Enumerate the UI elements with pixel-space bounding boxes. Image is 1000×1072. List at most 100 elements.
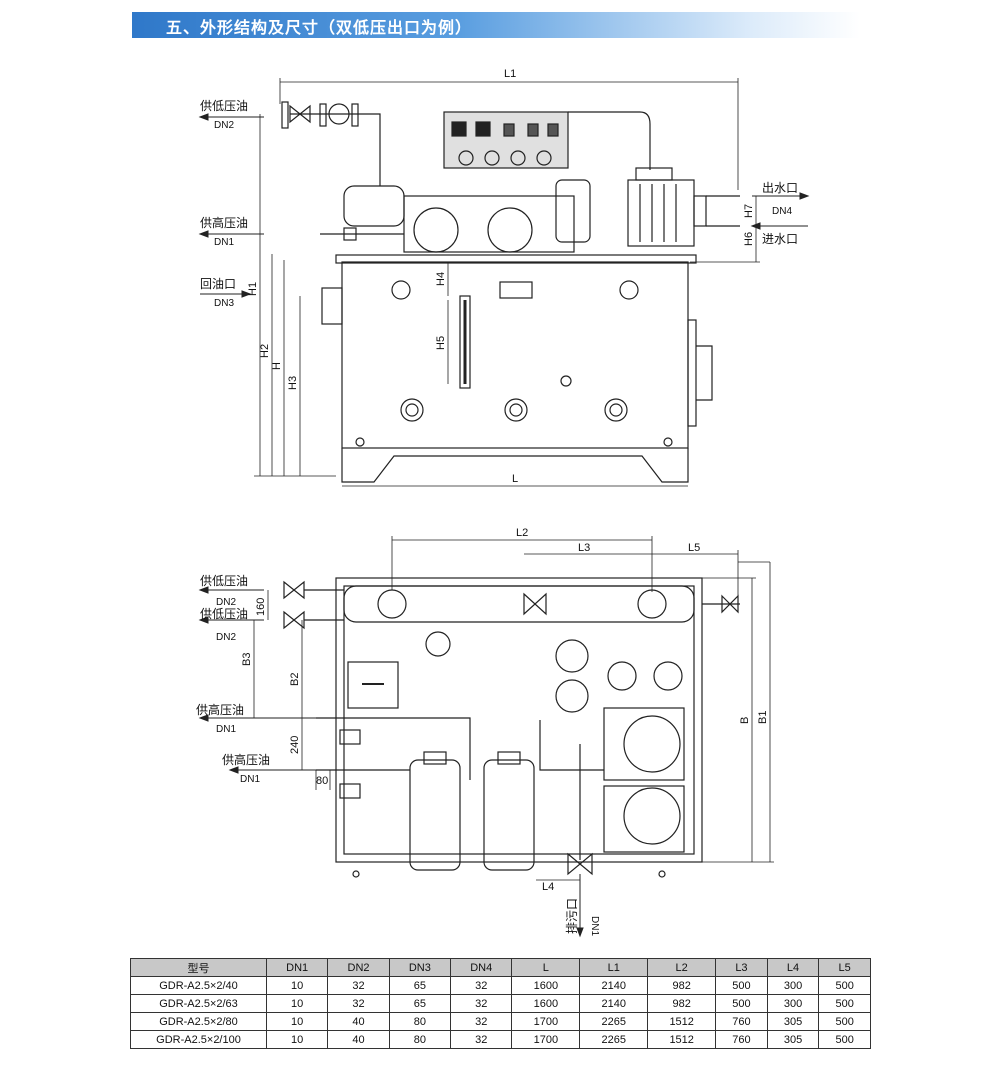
label-low-oil-2: 供低压油	[200, 607, 248, 621]
label-dn4: DN4	[772, 206, 792, 217]
cell: 2140	[579, 994, 649, 1013]
filter-housing	[403, 195, 575, 253]
bolt-hole	[663, 437, 673, 447]
dim-B1: B1	[757, 711, 769, 724]
cell-model: GDR-A2.5×2/100	[130, 1030, 267, 1049]
valve-icon	[283, 610, 305, 630]
col-dn2: DN2	[327, 958, 390, 977]
col-L2: L2	[647, 958, 717, 977]
cell: 2265	[579, 1012, 649, 1031]
dim-160: 160	[255, 598, 267, 616]
cell: 500	[818, 976, 871, 995]
valve-icon	[527, 123, 539, 137]
bolt-hole	[355, 437, 365, 447]
cell: 500	[818, 1030, 871, 1049]
cell: 10	[265, 976, 329, 995]
filter-top	[483, 759, 535, 871]
cell: 40	[327, 1012, 390, 1031]
cell: 80	[388, 1030, 452, 1049]
pressure-gauge-icon	[536, 150, 552, 166]
cell: 760	[715, 1030, 768, 1049]
front-view	[198, 78, 810, 487]
cell: 65	[388, 994, 452, 1013]
col-L: L	[511, 958, 581, 977]
cell: 80	[388, 1012, 452, 1031]
top-dimensions	[253, 536, 774, 881]
instrument-panel	[443, 111, 569, 169]
handle	[696, 345, 713, 401]
manifold-pipe	[343, 585, 695, 623]
col-L5: L5	[818, 958, 871, 977]
table-row: GDR-A2.5×2/40 10 32 65 32 1600 2140 982 …	[130, 976, 871, 995]
dim-H2: H2	[259, 344, 271, 358]
motor-terminal	[635, 167, 673, 181]
label-high-oil-2: 供高压油	[222, 752, 270, 767]
dim-H5: H5	[435, 336, 447, 350]
return-oil-flange	[321, 287, 343, 325]
col-L1: L1	[579, 958, 649, 977]
valve-icon	[283, 580, 305, 600]
motor-top	[603, 785, 685, 853]
dim-L5: L5	[688, 542, 700, 554]
dim-240: 240	[289, 736, 301, 754]
cell: 32	[327, 976, 390, 995]
top-arrows	[198, 586, 584, 938]
cell: 500	[715, 994, 768, 1013]
cell: 300	[766, 976, 820, 995]
motor-top	[603, 707, 685, 781]
cell: 65	[388, 976, 452, 995]
col-dn4: DN4	[450, 958, 513, 977]
cell: 982	[647, 994, 717, 1013]
label-dn1-drain: DN1	[589, 916, 600, 936]
drain-port	[604, 398, 628, 422]
cell: 2140	[579, 976, 649, 995]
tank-base	[341, 448, 689, 483]
col-dn1: DN1	[265, 958, 329, 977]
cell: 2265	[579, 1030, 649, 1049]
label-high-oil-1: 供高压油	[196, 702, 244, 717]
spec-table: 型号 DN1 DN2 DN3 DN4 L L1 L2 L3 L4 L5 GDR-…	[130, 958, 871, 1049]
pump-top	[555, 639, 589, 673]
dim-L3: L3	[578, 542, 590, 554]
front-arrows	[198, 113, 810, 298]
cell: 1700	[511, 1012, 581, 1031]
cell: 1512	[647, 1030, 717, 1049]
cell: 40	[327, 1030, 390, 1049]
label-drain: 排污口	[565, 898, 579, 934]
label-dn2: DN2	[214, 120, 234, 131]
check-valve-icon	[328, 103, 350, 125]
dim-H6: H6	[743, 232, 755, 246]
table-row: GDR-A2.5×2/100 10 40 80 32 1700 2265 151…	[130, 1030, 871, 1049]
label-dn2-2: DN2	[216, 632, 236, 643]
pressure-switch-icon	[475, 121, 491, 137]
tank-nameplate	[499, 281, 533, 299]
section-title: 五、外形结构及尺寸（双低压出口为例）	[166, 18, 473, 37]
label-return-oil: 回油口	[200, 277, 236, 291]
dim-H7: H7	[743, 204, 755, 218]
label-low-oil: 供低压油	[200, 99, 248, 113]
cell: 760	[715, 1012, 768, 1031]
drain-valve-icon	[567, 852, 593, 876]
label-dn1-2: DN1	[240, 774, 260, 785]
cell: 32	[450, 976, 513, 995]
front-dimensions	[254, 78, 760, 487]
cell-model: GDR-A2.5×2/80	[130, 1012, 267, 1031]
cell: 1600	[511, 994, 581, 1013]
pressure-gauge-icon	[510, 150, 526, 166]
dim-B3: B3	[241, 653, 253, 666]
tank-port-top	[607, 661, 637, 691]
label-dn1-1: DN1	[216, 724, 236, 735]
tank-outline-top	[335, 577, 703, 863]
valve-icon	[523, 592, 547, 616]
dim-80: 80	[316, 775, 328, 787]
cell-model: GDR-A2.5×2/40	[130, 976, 267, 995]
filter-top	[409, 759, 461, 871]
cell: 982	[647, 976, 717, 995]
right-side-plate	[687, 319, 697, 427]
cell: 10	[265, 1030, 329, 1049]
pump-top	[555, 679, 589, 713]
thermometer-port	[560, 375, 572, 387]
label-dn1: DN1	[214, 237, 234, 248]
table-row: GDR-A2.5×2/63 10 32 65 32 1600 2140 982 …	[130, 994, 871, 1013]
label-high-oil: 供高压油	[200, 215, 248, 230]
